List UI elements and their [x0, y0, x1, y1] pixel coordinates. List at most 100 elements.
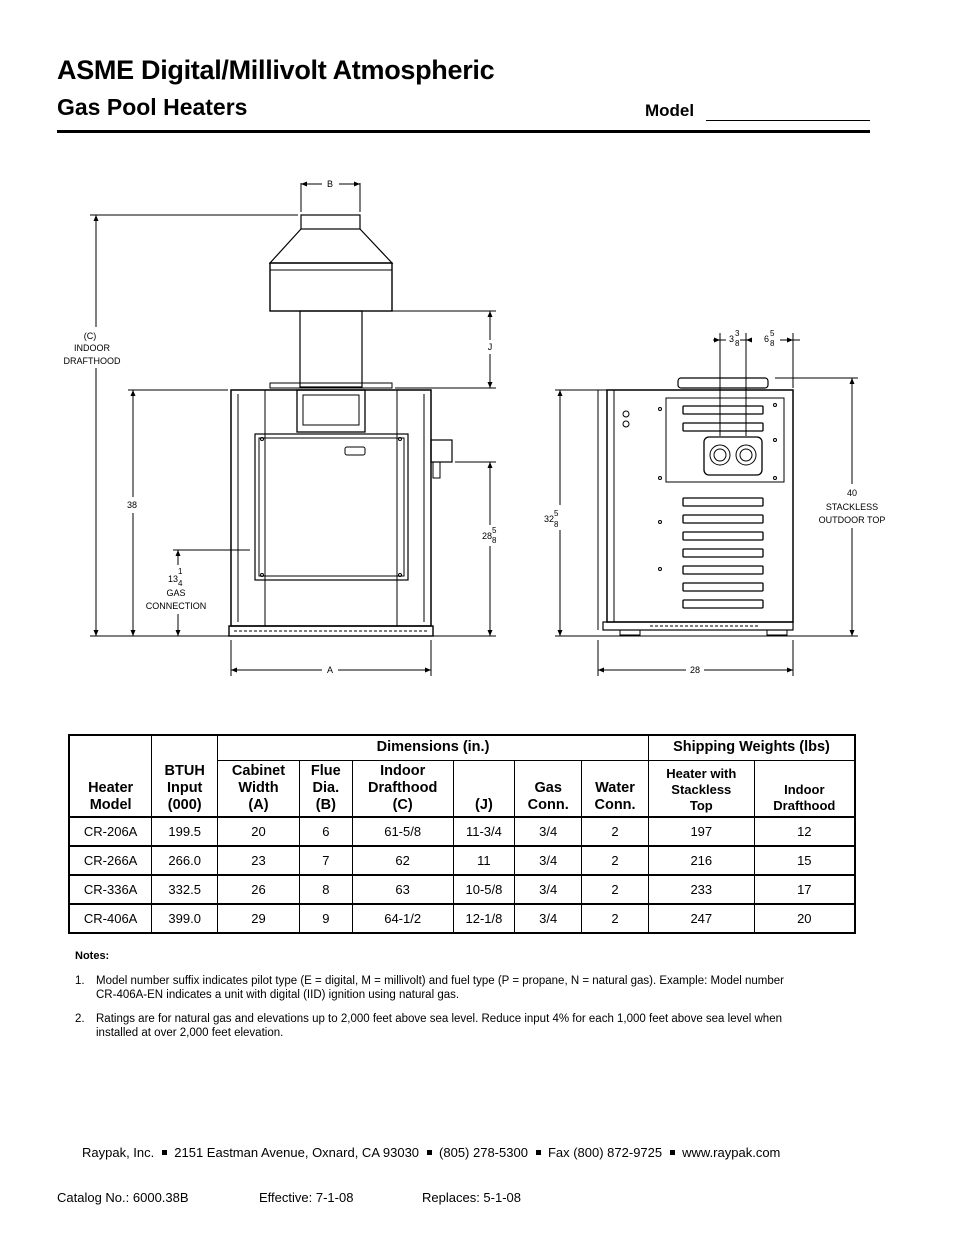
- dim-c-label-2: INDOOR: [74, 343, 111, 353]
- note-text: Model number suffix indicates pilot type…: [96, 975, 785, 987]
- table-cell: 61-5/8: [351, 815, 454, 846]
- offset1-whole: 3: [729, 334, 734, 344]
- table-cell: 26: [217, 873, 300, 904]
- dim-a-label: A: [327, 665, 333, 675]
- company-address: 2151 Eastman Avenue, Oxnard, CA 93030: [174, 1145, 420, 1160]
- stackless-label-3: OUTDOOR TOP: [819, 515, 886, 525]
- bullet-icon: [162, 1150, 168, 1156]
- table-cell: CR-266A: [68, 844, 153, 875]
- water-height-den: 8: [492, 536, 497, 545]
- table-cell: 12-1/8: [452, 902, 516, 933]
- dim-c-label-3: DRAFTHOOD: [64, 356, 121, 366]
- table-cell: 12: [753, 815, 856, 846]
- gas-conn-num: 1: [178, 567, 183, 576]
- dimension-drawing: B J (C) INDOOR DRAFTHOOD 38 13 1 4 GAS C…: [64, 179, 886, 676]
- table-cell: 20: [753, 902, 856, 933]
- group-header-dimensions: Dimensions (in.): [217, 734, 649, 761]
- header-rule: [57, 130, 870, 133]
- table-cell: 3/4: [514, 902, 583, 933]
- table-cell: 9: [298, 902, 353, 933]
- water-height-num: 5: [492, 526, 497, 535]
- note-text: CR-406A-EN indicates a unit with digital…: [96, 989, 460, 1001]
- note-number: 2.: [75, 1013, 85, 1025]
- table-cell: 8: [298, 873, 353, 904]
- table-cell: 2: [581, 844, 649, 875]
- offset1-num: 3: [735, 329, 740, 338]
- note-number: 1.: [75, 975, 85, 987]
- table-cell: 6: [298, 815, 353, 846]
- table-cell: 3/4: [514, 844, 583, 875]
- dim-38-label: 38: [127, 500, 137, 510]
- bullet-icon: [535, 1150, 541, 1156]
- document-title: ASME Digital/Millivolt Atmospheric: [57, 55, 495, 85]
- note-text: installed at over 2,000 feet elevation.: [96, 1027, 284, 1039]
- table-cell: 3/4: [514, 815, 583, 846]
- bullet-icon: [670, 1150, 676, 1156]
- side-height-num: 5: [554, 509, 559, 518]
- note-item: 2. Ratings are for natural gas and eleva…: [75, 1012, 855, 1040]
- company-name: Raypak, Inc.: [82, 1145, 155, 1160]
- replaces-date: Replaces: 5-1-08: [422, 1190, 521, 1205]
- catalog-number: Catalog No.: 6000.38B: [57, 1190, 189, 1205]
- company-website[interactable]: www.raypak.com: [682, 1145, 781, 1160]
- gas-conn-den: 4: [178, 579, 183, 588]
- offset2-den: 8: [770, 339, 775, 348]
- table-cell: 2: [581, 873, 649, 904]
- table-cell: 63: [351, 873, 454, 904]
- table-cell: 199.5: [151, 815, 219, 846]
- table-cell: 7: [298, 844, 353, 875]
- note-item: 1. Model number suffix indicates pilot t…: [75, 974, 855, 1002]
- table-cell: 11-3/4: [452, 815, 516, 846]
- table-row: CR-336A 332.5 26 8 63 10-5/8 3/4 2 233 1…: [68, 873, 856, 904]
- table-cell: CR-206A: [68, 815, 153, 846]
- company-phone: (805) 278-5300: [439, 1145, 528, 1160]
- group-header-weights: Shipping Weights (lbs): [647, 734, 856, 761]
- table-cell: 216: [647, 844, 755, 875]
- table-cell: 197: [647, 815, 755, 846]
- note-text: Ratings are for natural gas and elevatio…: [96, 1013, 782, 1025]
- table-cell: 247: [647, 902, 755, 933]
- offset2-num: 5: [770, 329, 775, 338]
- dim-28-label: 28: [690, 665, 700, 675]
- table-cell: 17: [753, 873, 856, 904]
- table-cell: 11: [452, 844, 516, 875]
- table-cell: 15: [753, 844, 856, 875]
- stackless-label-1: 40: [847, 488, 857, 498]
- table-cell: 64-1/2: [351, 902, 454, 933]
- table-row: CR-406A 399.0 29 9 64-1/2 12-1/8 3/4 2 2…: [68, 902, 856, 933]
- table-cell: 3/4: [514, 873, 583, 904]
- table-cell: 399.0: [151, 902, 219, 933]
- side-height-den: 8: [554, 520, 559, 529]
- table-cell: 233: [647, 873, 755, 904]
- table-cell: 332.5: [151, 873, 219, 904]
- table-cell: CR-406A: [68, 902, 153, 933]
- model-label: Model: [645, 101, 695, 120]
- table-cell: 29: [217, 902, 300, 933]
- notes-heading: Notes:: [75, 950, 110, 962]
- gas-conn-caption-1: GAS: [166, 588, 185, 598]
- model-fill-line: [706, 120, 870, 121]
- dim-b-label: B: [327, 179, 333, 189]
- table-cell: 2: [581, 815, 649, 846]
- col-header-j: (J): [452, 760, 516, 817]
- gas-conn-whole: 13: [168, 574, 178, 584]
- water-height-whole: 28: [482, 531, 492, 541]
- stackless-label-2: STACKLESS: [826, 502, 878, 512]
- dim-c-label-1: (C): [84, 331, 97, 341]
- gas-conn-caption-2: CONNECTION: [146, 601, 207, 611]
- document-subtitle: Gas Pool Heaters: [57, 94, 248, 120]
- table-cell: 20: [217, 815, 300, 846]
- side-height-whole: 32: [544, 514, 554, 524]
- table-cell: 266.0: [151, 844, 219, 875]
- side-view: [555, 333, 858, 676]
